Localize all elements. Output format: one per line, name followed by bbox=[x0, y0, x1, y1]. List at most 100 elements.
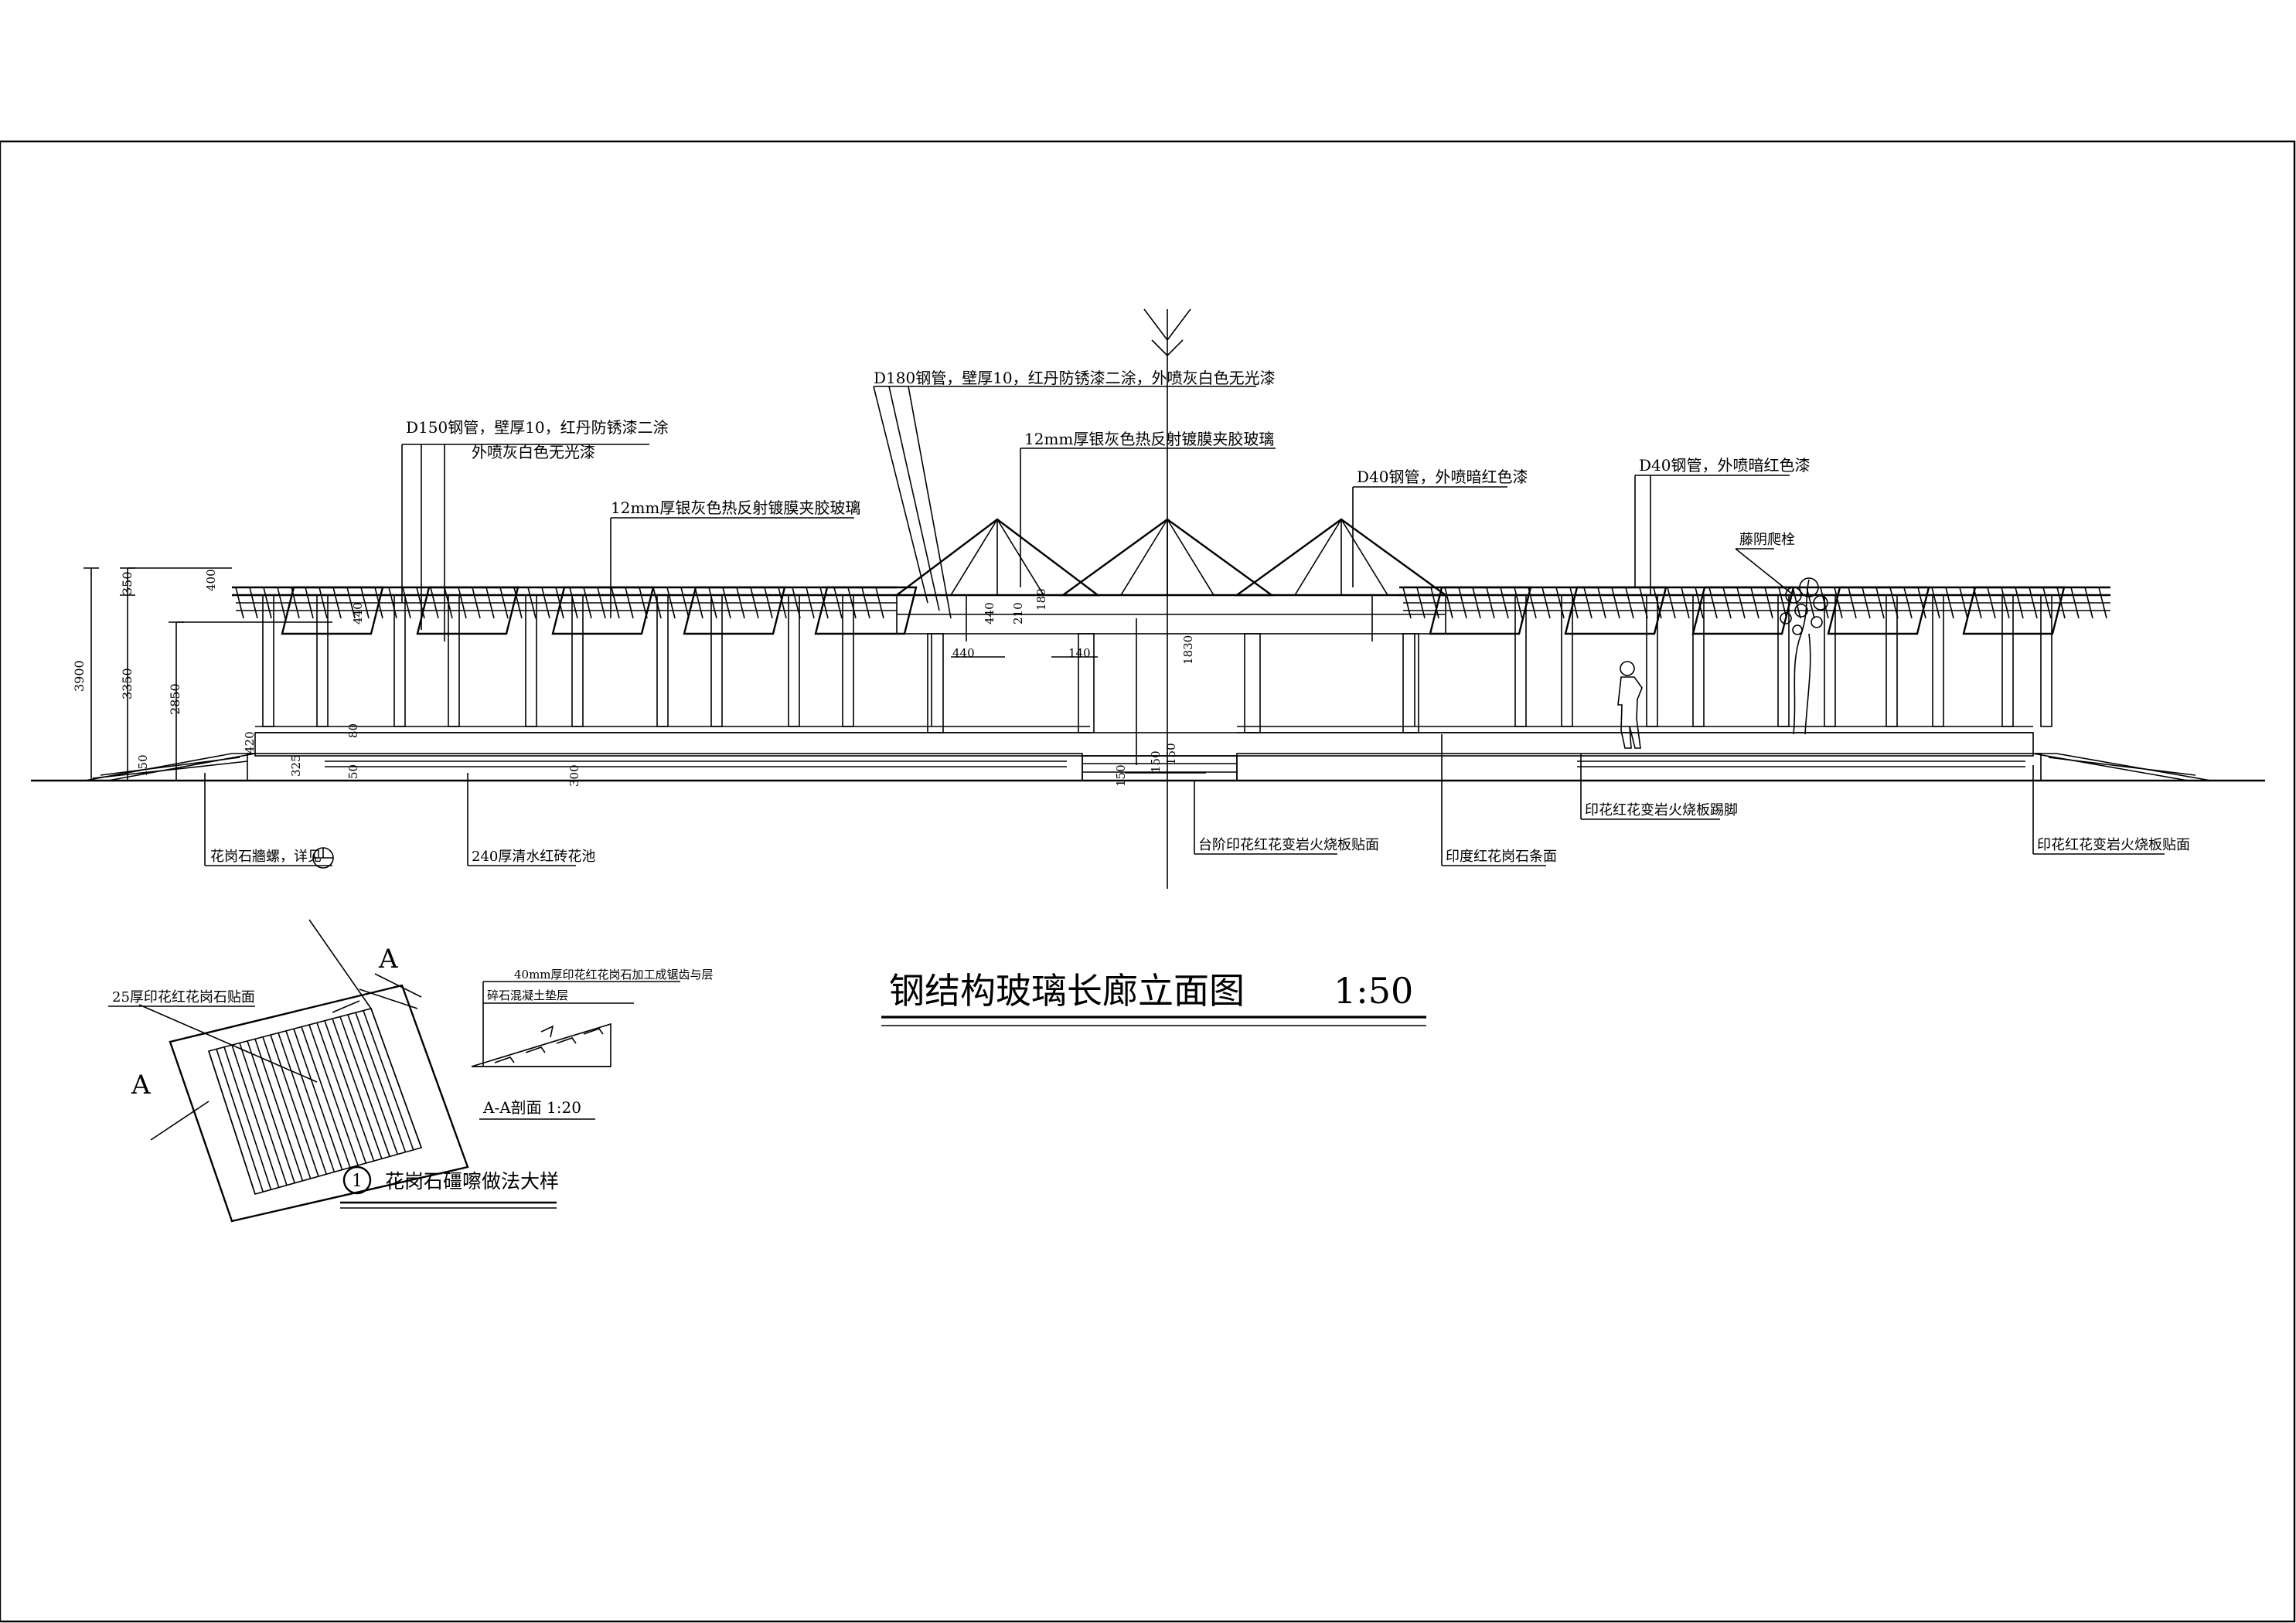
paving-hatch bbox=[293, 1028, 343, 1170]
column bbox=[571, 594, 584, 727]
note-glass-left: 12mm厚银灰色热反射镀膜夹胶玻璃 bbox=[611, 498, 860, 517]
dim-150b: 150 bbox=[1114, 764, 1128, 787]
paving-hatch bbox=[285, 1030, 336, 1172]
paving-hatch bbox=[254, 1039, 304, 1182]
platform bbox=[247, 732, 2042, 781]
paving-hatch bbox=[223, 1046, 272, 1190]
glass-panel bbox=[1962, 586, 2066, 635]
note-granite-kerb: 花岗石牆螺，详见 bbox=[210, 849, 322, 865]
dim-80: 80 bbox=[346, 723, 360, 738]
paving-hatch bbox=[355, 1012, 407, 1152]
paving-hatch bbox=[332, 1018, 383, 1159]
dim-400: 400 bbox=[204, 569, 218, 591]
column bbox=[1886, 594, 1898, 727]
column bbox=[656, 594, 669, 727]
dim-3350: 3350 bbox=[120, 668, 135, 699]
dim-325: 325 bbox=[289, 754, 303, 777]
column bbox=[842, 594, 854, 727]
top-beam bbox=[232, 586, 2110, 733]
paving-hatch bbox=[301, 1026, 351, 1168]
paving-hatch bbox=[347, 1014, 399, 1155]
note-granite-pave: 印度红花岗石条面 bbox=[1446, 849, 1557, 865]
note-skirting: 印花红花变岩火烧板踢脚 bbox=[1585, 802, 1738, 818]
column bbox=[2001, 594, 2014, 727]
paving-note: 25厚印花红花岗石贴面 bbox=[112, 989, 255, 1005]
column bbox=[525, 594, 537, 727]
drawing-title: 钢结构玻璃长廊立面图 bbox=[889, 970, 1245, 1012]
section-note1: 40mm厚印花红花岗石加工成锯齿与层 bbox=[514, 968, 714, 982]
paving-hatch bbox=[270, 1034, 319, 1177]
column bbox=[1932, 594, 1944, 727]
glass-panel bbox=[1564, 586, 1667, 635]
note-d40-b: D40钢管，外喷暗红色漆 bbox=[1639, 456, 1810, 475]
paving-hatch bbox=[370, 1008, 422, 1148]
dim-350: 350 bbox=[120, 571, 135, 595]
glass-panel bbox=[1691, 586, 1795, 635]
leader-lines bbox=[204, 386, 2165, 866]
glass-panel bbox=[1429, 586, 1532, 635]
column bbox=[448, 594, 460, 727]
paving-hatch bbox=[339, 1016, 390, 1157]
section-a-a-detail: 40mm厚印花红花岗石加工成锯齿与层 碎石混凝土垫层 A-A剖面 1:20 bbox=[471, 968, 714, 1120]
dim-440c: 440 bbox=[983, 602, 996, 624]
dimension-chains bbox=[83, 567, 1206, 781]
detail-title-block: 1 花岗石礓嚓做法大样 bbox=[340, 1165, 559, 1209]
note-planter: 240厚清水红砖花池 bbox=[472, 849, 595, 865]
paving-hatch bbox=[247, 1040, 295, 1183]
dim-1830: 1830 bbox=[1181, 635, 1195, 665]
glass-panel bbox=[1827, 586, 1930, 635]
sheet-border bbox=[0, 140, 2296, 1623]
paving-hatch bbox=[239, 1043, 288, 1186]
glass-panel bbox=[683, 586, 786, 635]
column bbox=[1777, 594, 1790, 727]
dim-150d: 150 bbox=[1164, 743, 1178, 765]
dim-420: 420 bbox=[243, 731, 257, 754]
glass-panel bbox=[281, 586, 384, 635]
dim-150c: 150 bbox=[1149, 750, 1163, 773]
dim-440a: 440 bbox=[351, 602, 365, 624]
paving-hatch bbox=[231, 1044, 280, 1188]
drawing-scale: 1:50 bbox=[1334, 970, 1413, 1012]
dim-210: 210 bbox=[1011, 602, 1025, 624]
column bbox=[2040, 594, 2052, 727]
dim-50: 50 bbox=[346, 764, 360, 779]
paving-hatch bbox=[324, 1020, 375, 1162]
column bbox=[1646, 594, 1658, 727]
column bbox=[316, 594, 329, 727]
note-d150-line2: 外喷灰白色无光漆 bbox=[472, 443, 595, 461]
dim-300: 300 bbox=[567, 764, 581, 787]
dim-180: 180 bbox=[1034, 588, 1048, 611]
detail-reference-symbol bbox=[312, 847, 334, 869]
note-d180: D180钢管，壁厚10，红丹防锈漆二涂，外喷灰白色无光漆 bbox=[874, 369, 1276, 387]
glass-panel bbox=[551, 586, 655, 635]
paving-hatch bbox=[216, 1049, 264, 1193]
column bbox=[1514, 594, 1527, 727]
note-facing: 印花红花变岩火烧板贴面 bbox=[2037, 837, 2190, 853]
kerb-detail-plan: A A 25厚印花红花岗石贴面 bbox=[108, 919, 469, 1223]
note-step-finish: 台阶印花红花变岩火烧板贴面 bbox=[1198, 837, 1379, 853]
section-title: A-A剖面 1:20 bbox=[482, 1098, 581, 1117]
paving-hatch bbox=[262, 1036, 312, 1179]
column bbox=[262, 594, 274, 727]
paving-hatch bbox=[316, 1022, 367, 1164]
annotation-texts: D150钢管，壁厚10，红丹防锈漆二涂 外喷灰白色无光漆 D180钢管，壁厚10… bbox=[210, 369, 2190, 865]
column bbox=[1561, 594, 1573, 727]
section-note2: 碎石混凝土垫层 bbox=[487, 988, 568, 1002]
note-climbing-plant: 藤阴爬栓 bbox=[1739, 532, 1795, 548]
note-glass-center: 12mm厚银灰色热反射镀膜夹胶玻璃 bbox=[1024, 430, 1274, 448]
dim-3900: 3900 bbox=[72, 660, 87, 692]
section-mark-a-bottom: A bbox=[131, 1070, 151, 1101]
dim-2850: 2850 bbox=[168, 683, 182, 715]
paving-hatch bbox=[278, 1033, 327, 1175]
person-figure bbox=[1617, 661, 1643, 749]
column bbox=[710, 594, 723, 727]
dim-440b: 440 bbox=[952, 646, 975, 660]
center-axis bbox=[1143, 308, 1191, 889]
climbing-plant bbox=[1780, 577, 1828, 735]
detail-number: 1 bbox=[352, 1172, 363, 1191]
column bbox=[393, 594, 406, 727]
column bbox=[1824, 594, 1836, 727]
paving-hatch bbox=[308, 1024, 359, 1166]
steel-columns bbox=[262, 594, 2052, 727]
